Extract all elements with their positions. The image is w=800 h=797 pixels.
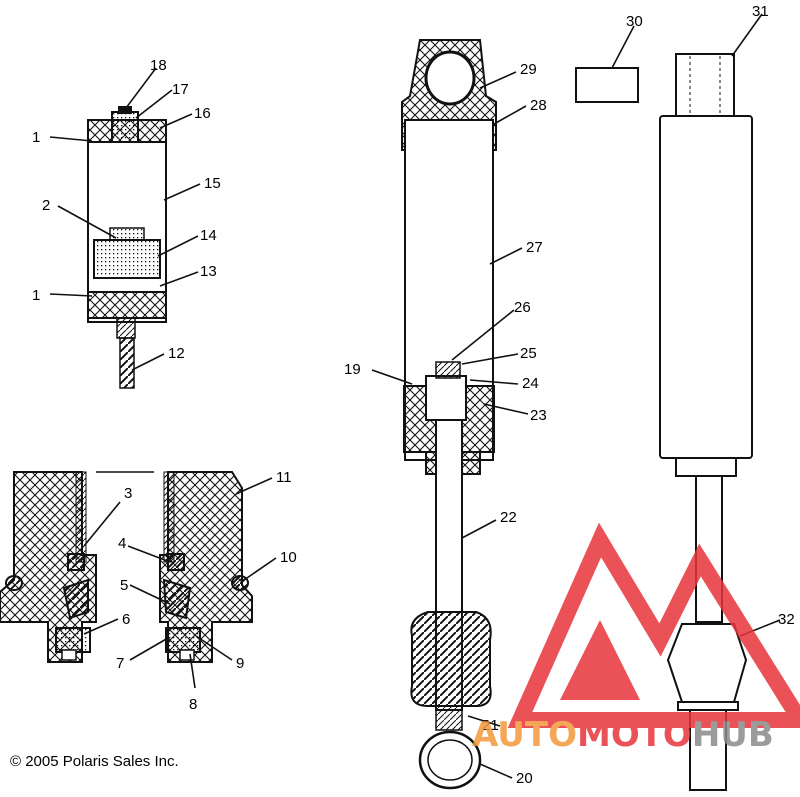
label-29: 29 <box>520 61 537 78</box>
seal-left <box>67 553 85 571</box>
reservoir-body <box>87 119 167 323</box>
label-1-top: 1 <box>32 129 40 146</box>
wiper-left <box>62 578 89 620</box>
label-11: 11 <box>276 469 292 486</box>
label-9: 9 <box>236 655 244 672</box>
shaft-left <box>75 471 87 563</box>
reservoir-assembly <box>87 106 167 389</box>
label-25: 25 <box>520 345 537 362</box>
label-18: 18 <box>150 57 167 74</box>
bump-stop <box>410 611 492 707</box>
label-5: 5 <box>120 577 128 594</box>
watermark-text-moto: MOTO <box>577 715 692 755</box>
seal-right <box>167 553 185 571</box>
bushing-left <box>55 627 91 653</box>
floating-piston <box>93 239 161 279</box>
label-30: 30 <box>626 13 643 30</box>
label-14: 14 <box>200 227 217 244</box>
piston-nut <box>425 375 467 421</box>
label-23: 23 <box>530 407 547 424</box>
copyright-text: © 2005 Polaris Sales Inc. <box>10 753 179 770</box>
eyelet-bushing <box>424 50 476 106</box>
washer-left <box>61 649 77 661</box>
bushing-right <box>165 627 201 653</box>
watermark-logo-inner <box>560 620 640 700</box>
label-28: 28 <box>530 97 547 114</box>
piston-washer <box>435 361 461 379</box>
o-ring-left <box>5 575 23 591</box>
label-26: 26 <box>514 299 531 316</box>
spacer-30 <box>575 67 639 103</box>
label-8: 8 <box>189 696 197 713</box>
piston-cross-section <box>0 471 253 663</box>
svg-text:AUTOMOTOHUB: AUTOMOTOHUB <box>472 715 774 755</box>
valve-core <box>111 111 139 143</box>
shock-body-external <box>659 115 753 459</box>
automotohub-watermark: AUTOMOTOHUB <box>472 522 800 755</box>
label-16: 16 <box>194 105 211 122</box>
shaft-right <box>163 471 175 563</box>
watermark-text-auto: AUTO <box>472 715 577 755</box>
label-6: 6 <box>122 611 130 628</box>
label-7: 7 <box>116 655 124 672</box>
watermark-text-hub: HUB <box>692 715 774 755</box>
label-19: 19 <box>344 361 361 378</box>
label-20: 20 <box>516 770 533 787</box>
leader-lines <box>49 13 781 779</box>
label-22: 22 <box>500 509 517 526</box>
hose-fitting <box>116 317 136 339</box>
shock-body-assembly <box>401 39 497 790</box>
label-31: 31 <box>752 3 769 20</box>
shaft-top-31 <box>675 53 735 117</box>
watermark-logo-triangle <box>507 522 800 728</box>
valve-cap <box>118 106 132 114</box>
part-labels: 1 2 1 3 4 5 6 7 8 9 10 11 12 13 14 15 16… <box>32 3 795 787</box>
bump-stop-32 <box>666 623 748 703</box>
reservoir-end-cap-bottom <box>87 291 167 319</box>
label-32: 32 <box>778 611 795 628</box>
shaft-thread <box>435 705 463 731</box>
label-3: 3 <box>124 485 132 502</box>
washer-right <box>179 649 195 661</box>
label-12: 12 <box>168 345 185 362</box>
label-27: 27 <box>526 239 543 256</box>
hose <box>119 337 135 389</box>
label-4: 4 <box>118 535 126 552</box>
label-21: 21 <box>482 717 499 734</box>
washer-external <box>677 701 739 711</box>
body-collar <box>675 457 737 477</box>
label-17: 17 <box>172 81 189 98</box>
label-2: 2 <box>42 197 50 214</box>
label-1-bottom: 1 <box>32 287 40 304</box>
label-10: 10 <box>280 549 297 566</box>
label-13: 13 <box>200 263 217 280</box>
label-15: 15 <box>204 175 221 192</box>
label-24: 24 <box>522 375 539 392</box>
